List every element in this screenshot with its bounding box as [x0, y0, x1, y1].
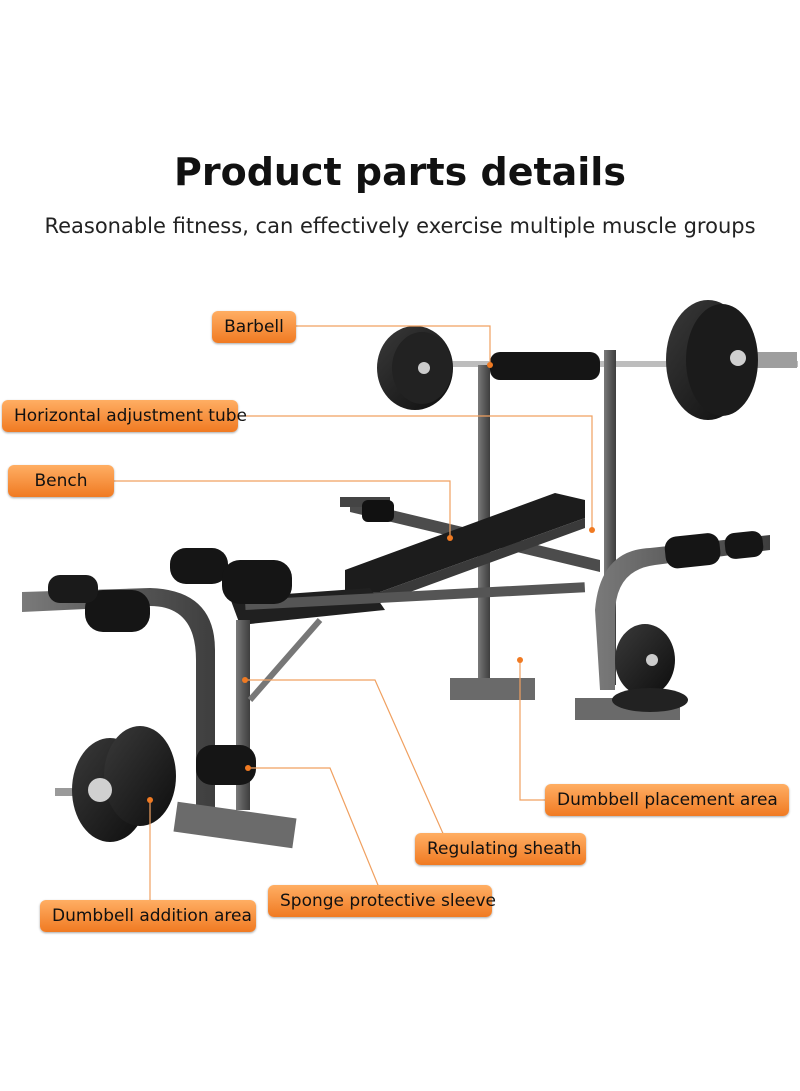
label-horizontal-adjustment-tube: Horizontal adjustment tube [2, 400, 247, 432]
dumbbell-plates [55, 726, 176, 842]
label-dumbbell-placement-area: Dumbbell placement area [545, 784, 789, 816]
label-sponge-protective-sleeve: Sponge protective sleeve [268, 885, 496, 917]
label-bench: Bench [8, 465, 114, 497]
left-leg-frame [22, 548, 323, 849]
bench-pad [230, 493, 586, 625]
leader-dots [147, 362, 595, 803]
label-dumbbell-addition-area: Dumbbell addition area [40, 900, 256, 932]
right-leg-frame [595, 531, 770, 712]
label-barbell: Barbell [212, 311, 296, 343]
leader-lines [114, 325, 593, 905]
label-regulating-sheath: Regulating sheath [415, 833, 586, 865]
page-title: Product parts details [174, 150, 626, 194]
page-subtitle: Reasonable fitness, can effectively exer… [44, 214, 756, 238]
